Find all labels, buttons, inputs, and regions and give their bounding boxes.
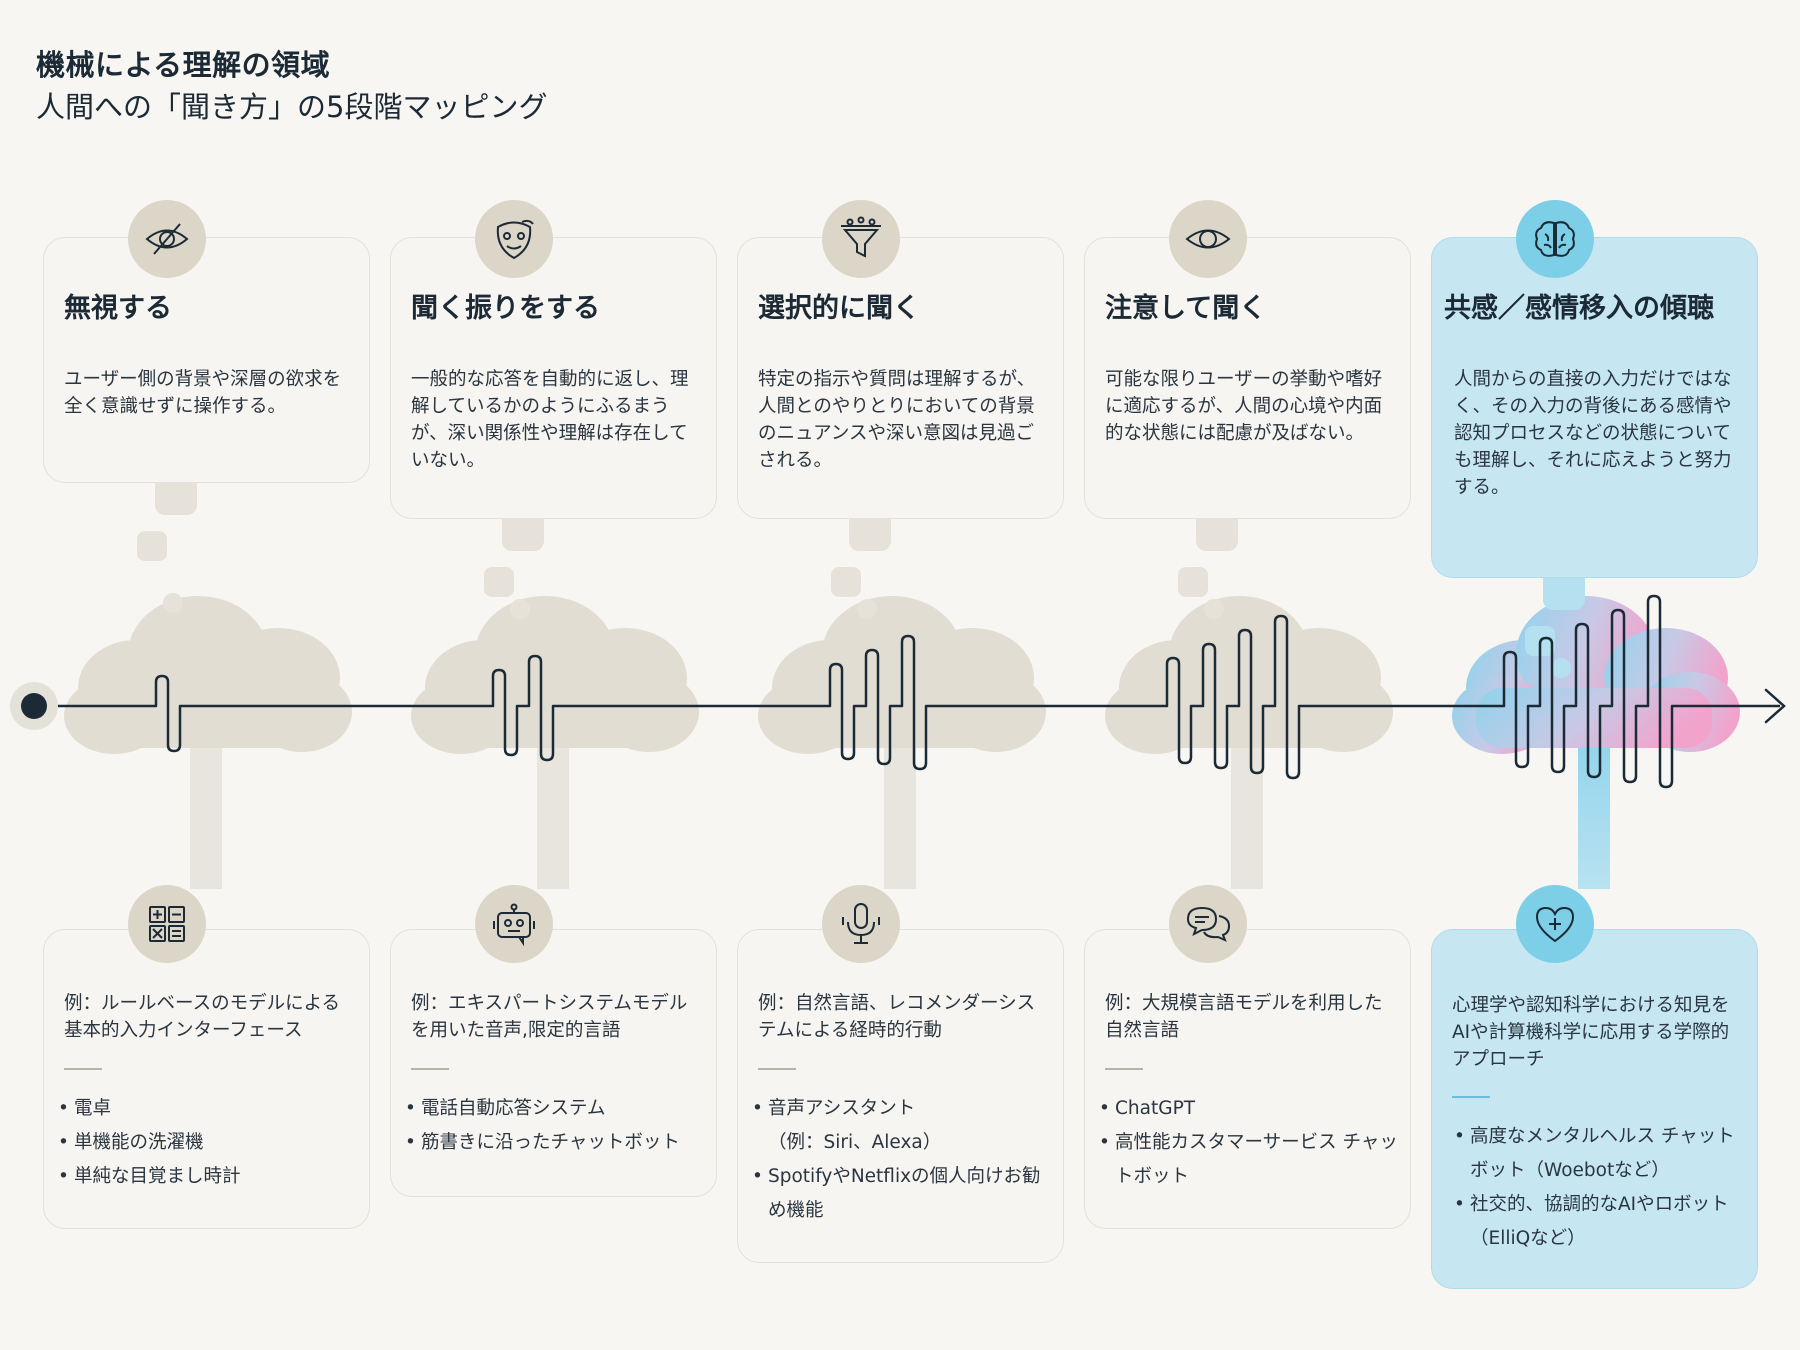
example-item: 高性能カスタマーサービス チャットボット xyxy=(1099,1126,1400,1194)
stage-description: 可能な限りユーザーの挙動や嗜好に適応するが、人間の心境や内面的な状態には配慮が及… xyxy=(1105,369,1383,444)
example-card-4: 例：大規模言語モデルを利用した自然言語 ChatGPT高性能カスタマーサービス チ… xyxy=(1084,929,1411,1229)
stage-card-1: 無視するユーザー側の背景や深層の欲求を全く意識せずに操作する。 xyxy=(43,237,370,483)
example-list: 電話自動応答システム筋書きに沿ったチャットボット xyxy=(405,1092,706,1160)
example-item: ChatGPT xyxy=(1099,1092,1400,1126)
example-list: ChatGPT高性能カスタマーサービス チャットボット xyxy=(1099,1092,1400,1194)
stage-description: 特定の指示や質問は理解するが、人間とのやりとりにおいての背景のニュアンスや深い意… xyxy=(758,369,1036,471)
example-text: 例：エキスパートシステムモデルを用いた音声,限定的言語 xyxy=(411,993,688,1041)
example-text: 例：大規模言語モデルを利用した自然言語 xyxy=(1105,993,1383,1041)
arrow-head-icon xyxy=(1764,688,1786,724)
stage-description: ユーザー側の背景や深層の欲求を全く意識せずに操作する。 xyxy=(64,369,342,417)
example-item: 社交的、協調的なAIやロボット（ElliQなど） xyxy=(1454,1188,1747,1256)
cloud-shape xyxy=(1105,596,1393,754)
eye-slash-icon xyxy=(128,200,206,278)
cloud-stem xyxy=(1578,726,1610,889)
example-item: 単機能の洗濯機 xyxy=(58,1126,359,1160)
example-list: 高度なメンタルヘルス チャットボット（Woebotなど）社交的、協調的なAIやロ… xyxy=(1454,1120,1747,1256)
divider xyxy=(1105,1068,1143,1070)
eye-icon xyxy=(1169,200,1247,278)
example-item: 音声アシスタント （例：Siri、Alexa） xyxy=(752,1092,1053,1160)
example-card-1: 例：ルールベースのモデルによる基本的入力インターフェース電卓単機能の洗濯機単純な… xyxy=(43,929,370,1229)
example-list: 電卓単機能の洗濯機単純な目覚まし時計 xyxy=(58,1092,359,1194)
stage-title: 無視する xyxy=(64,293,172,324)
stage-card-3: 選択的に聞く特定の指示や質問は理解するが、人間とのやりとりにおいての背景のニュア… xyxy=(737,237,1064,519)
page-subtitle: 人間への「聞き方」の5段階マッピング xyxy=(36,90,548,124)
divider xyxy=(411,1068,449,1070)
start-dot xyxy=(21,693,47,719)
example-item: 単純な目覚まし時計 xyxy=(58,1160,359,1194)
thought-cloud-2 xyxy=(411,509,699,889)
stage-card-5: 共感／感情移入の傾聴人間からの直接の入力だけではなく、その入力の背後にある感情や… xyxy=(1431,237,1758,578)
example-text: 心理学や認知科学における知見をAIや計算機科学に応用する学際的アプローチ xyxy=(1452,995,1730,1070)
waveform-line xyxy=(34,594,1780,789)
calculator-icon xyxy=(128,885,206,963)
stage-title: 聞く振りをする xyxy=(411,293,600,324)
cloud-shape xyxy=(64,596,352,754)
example-item: SpotifyやNetflixの個人向けお勧め機能 xyxy=(752,1160,1053,1228)
stage-card-2: 聞く振りをする一般的な応答を自動的に返し、理解しているかのようにふるまうが、深い… xyxy=(390,237,717,519)
thought-cloud-4 xyxy=(1105,509,1393,889)
divider xyxy=(758,1068,796,1070)
robot-icon xyxy=(475,885,553,963)
example-item: 電話自動応答システム xyxy=(405,1092,706,1126)
microphone-icon xyxy=(822,885,900,963)
thought-cloud-1 xyxy=(64,473,352,889)
divider xyxy=(1452,1096,1490,1098)
cloud-stem xyxy=(190,726,222,889)
cloud-shape xyxy=(1452,596,1740,754)
example-item: 筋書きに沿ったチャットボット xyxy=(405,1126,706,1160)
stage-title: 共感／感情移入の傾聴 xyxy=(1444,293,1714,324)
thought-bubbles xyxy=(1178,509,1238,619)
chat-bubbles-icon xyxy=(1169,885,1247,963)
thought-bubbles xyxy=(484,509,544,619)
filter-icon xyxy=(822,200,900,278)
divider xyxy=(64,1068,102,1070)
stage-description: 人間からの直接の入力だけではなく、その入力の背後にある感情や認知プロセスなどの状… xyxy=(1454,369,1732,498)
example-item: 高度なメンタルヘルス チャットボット（Woebotなど） xyxy=(1454,1120,1747,1188)
example-item: 電卓 xyxy=(58,1092,359,1126)
cloud-stem xyxy=(1231,726,1263,889)
page-title: 機械による理解の領域 xyxy=(36,48,331,82)
brain-icon xyxy=(1516,200,1594,278)
heart-plus-icon xyxy=(1516,885,1594,963)
cloud-shape xyxy=(411,596,699,754)
example-text: 例：ルールベースのモデルによる基本的入力インターフェース xyxy=(64,993,341,1041)
thought-cloud-5 xyxy=(1452,568,1740,889)
thought-bubbles xyxy=(137,473,197,613)
stage-card-4: 注意して聞く可能な限りユーザーの挙動や嗜好に適応するが、人間の心境や内面的な状態… xyxy=(1084,237,1411,519)
example-card-5: 心理学や認知科学における知見をAIや計算機科学に応用する学際的アプローチ高度なメ… xyxy=(1431,929,1758,1289)
example-list: 音声アシスタント （例：Siri、Alexa）SpotifyやNetflixの個… xyxy=(752,1092,1053,1228)
example-card-3: 例：自然言語、レコメンダーシステムによる経時的行動音声アシスタント （例：Sir… xyxy=(737,929,1064,1263)
stage-title: 注意して聞く xyxy=(1105,293,1267,324)
example-text: 例：自然言語、レコメンダーシステムによる経時的行動 xyxy=(758,993,1036,1041)
mask-icon xyxy=(475,200,553,278)
thought-bubbles xyxy=(831,509,891,619)
stage-description: 一般的な応答を自動的に返し、理解しているかのようにふるまうが、深い関係性や理解は… xyxy=(411,369,689,471)
example-card-2: 例：エキスパートシステムモデルを用いた音声,限定的言語電話自動応答システム筋書き… xyxy=(390,929,717,1197)
stage-title: 選択的に聞く xyxy=(758,293,920,324)
